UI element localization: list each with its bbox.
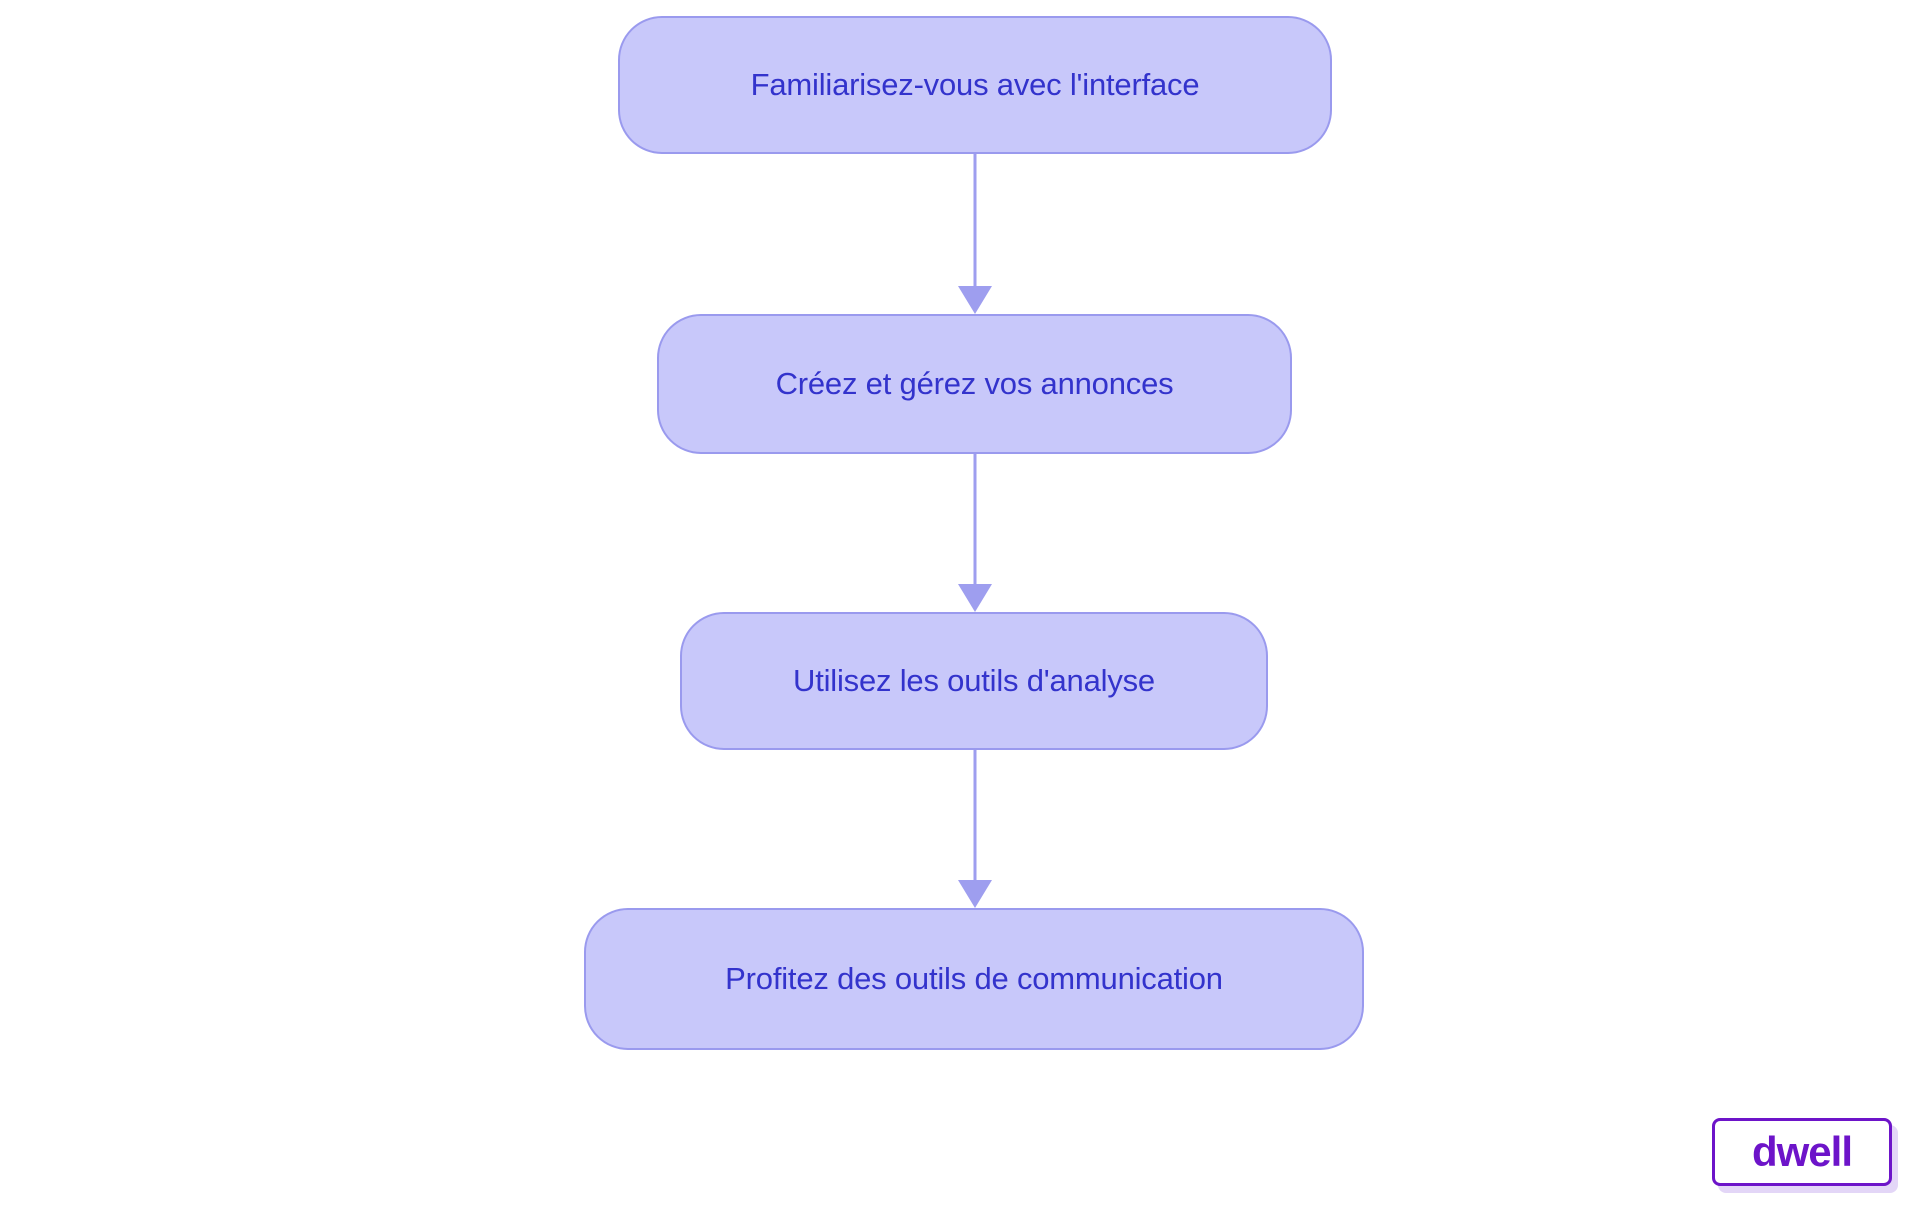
- edge-n0-n1: [958, 154, 992, 314]
- flow-node-label: Utilisez les outils d'analyse: [793, 663, 1155, 699]
- flow-node-outils-communication[interactable]: Profitez des outils de communication: [584, 908, 1364, 1050]
- edge-n2-n3: [958, 750, 992, 908]
- flow-node-label: Créez et gérez vos annonces: [775, 366, 1174, 402]
- flow-node-label: Familiarisez-vous avec l'interface: [750, 67, 1200, 103]
- dwell-logo-text: dwell: [1751, 1128, 1853, 1175]
- flow-node-outils-analyse[interactable]: Utilisez les outils d'analyse: [680, 612, 1268, 750]
- edge-n1-n2: [958, 454, 992, 612]
- flow-node-label: Profitez des outils de communication: [725, 961, 1223, 997]
- dwell-watermark-badge: dwell: [1712, 1118, 1892, 1186]
- flow-node-familiarisez[interactable]: Familiarisez-vous avec l'interface: [618, 16, 1332, 154]
- flow-node-creez-gerez[interactable]: Créez et gérez vos annonces: [657, 314, 1292, 454]
